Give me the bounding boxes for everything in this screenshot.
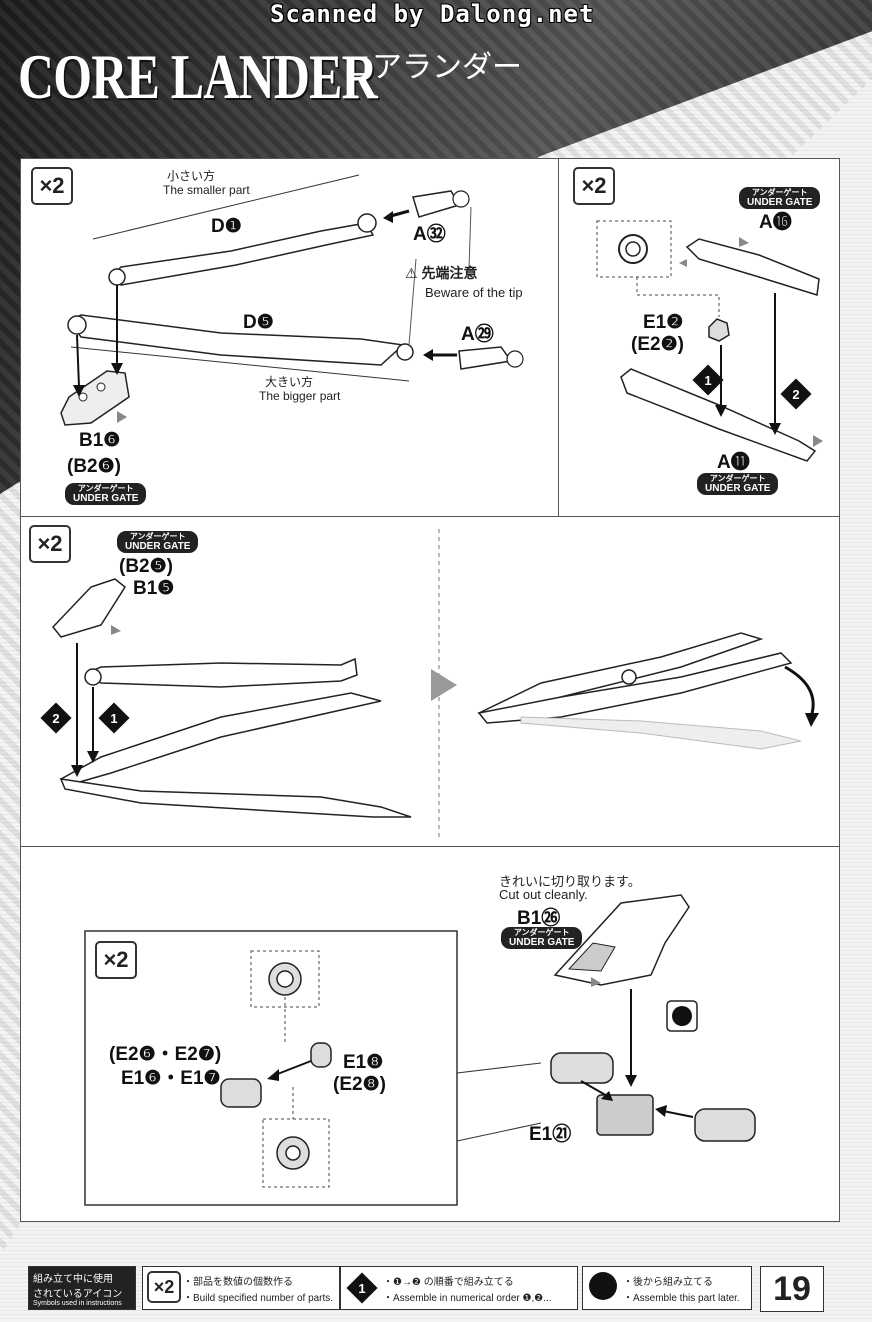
part-label-e18: E1❽ <box>343 1052 384 1073</box>
part-label-e22: (E2❷) <box>631 334 684 355</box>
legend-order: 1 ・❶→❷ の順番で組み立てる ・Assemble in numerical … <box>340 1266 578 1310</box>
panel-step-4: ×2 きれいに切り取ります。 Cut out cleanly. B1㉖ アンダー… <box>20 846 840 1222</box>
part-a29-shape <box>458 346 513 370</box>
part-label-a32: A㉜ <box>413 224 446 245</box>
cut-label-en: Cut out cleanly. <box>499 887 588 902</box>
panel-step-1: ×2 小さい方 The sma <box>20 158 560 518</box>
part-label-b15: B1❺ <box>133 578 175 599</box>
multiplier-badge: ×2 <box>573 167 615 205</box>
part-d5-shape <box>67 314 405 366</box>
legend-title: 組み立て中に使用 されているアイコン Symbols used in instr… <box>28 1266 136 1310</box>
warning-label-en: Beware of the tip <box>425 285 523 300</box>
multiplier-icon: ×2 <box>147 1271 181 1303</box>
legend-multiplier: ×2 ・部品を数値の個数作る ・Build specified number o… <box>142 1266 340 1310</box>
step-2-badge: 2 <box>780 378 812 410</box>
panel1-drawing <box>60 174 524 426</box>
part-label-b126: B1㉖ <box>517 908 561 929</box>
part-e18-shape <box>310 1042 332 1068</box>
step-1-badge: 1 <box>692 364 724 396</box>
part-label-e1-67: E1❻・E1❼ <box>121 1068 221 1089</box>
part-label-b16: B1❻ <box>79 430 121 451</box>
panel3-drawing <box>52 529 819 839</box>
part-label-a29: A㉙ <box>461 324 494 345</box>
part-e12-shape <box>708 318 730 342</box>
panel2-drawing <box>596 220 823 462</box>
order-icon: 1 <box>346 1272 378 1304</box>
part-a11-shape <box>620 368 817 462</box>
multiplier-badge: ×2 <box>29 525 71 563</box>
part-b16-shape <box>60 370 130 426</box>
part-e121-shape <box>596 1094 654 1136</box>
part-label-a11: A⓫ <box>717 452 750 473</box>
part-d1-shape <box>111 222 375 286</box>
part-b15-shape <box>52 578 126 638</box>
smaller-label-en: The smaller part <box>163 183 250 197</box>
multiplier-badge: ×2 <box>95 941 137 979</box>
part-label-d1: D❶ <box>211 216 242 237</box>
page-title-jp: コアランダー <box>342 50 522 85</box>
bigger-label-jp: 大きい方 <box>265 375 314 389</box>
footer-legend: 組み立て中に使用 されているアイコン Symbols used in instr… <box>28 1266 824 1310</box>
part-label-a16: A⓰ <box>759 212 792 233</box>
part-a32-shape <box>412 190 461 218</box>
panel4-drawing <box>84 894 756 1206</box>
part-label-e121: E1㉑ <box>529 1124 572 1145</box>
multiplier-badge: ×2 <box>31 167 73 205</box>
page-title: CORE LANDER <box>18 41 378 112</box>
part-label-b25: (B2❺) <box>119 556 173 577</box>
part-label-b26: (B2❻) <box>67 456 121 477</box>
part-a16-shape <box>685 238 820 296</box>
step-1-badge: 1 <box>98 702 130 734</box>
part-label-d5: D❺ <box>243 312 274 333</box>
part-label-e2-67: (E2❻・E2❼) <box>109 1044 222 1065</box>
part-label-e12: E1❷ <box>643 312 684 333</box>
legend-later: ・後から組み立てる ・Assemble this part later. <box>582 1266 752 1310</box>
bigger-label-en: The bigger part <box>259 389 341 403</box>
part-e16-shape <box>220 1078 262 1108</box>
later-icon <box>589 1272 617 1300</box>
scan-credit: Scanned by Dalong.net <box>270 0 595 28</box>
part-label-e28: (E2❽) <box>333 1074 386 1095</box>
step-2-badge: 2 <box>40 702 72 734</box>
smaller-label-jp: 小さい方 <box>167 169 216 183</box>
warning-label-jp: ⚠ 先端注意 <box>405 265 478 281</box>
page-number: 19 <box>760 1266 824 1312</box>
cut-label-jp: きれいに切り取ります。 <box>499 874 641 889</box>
